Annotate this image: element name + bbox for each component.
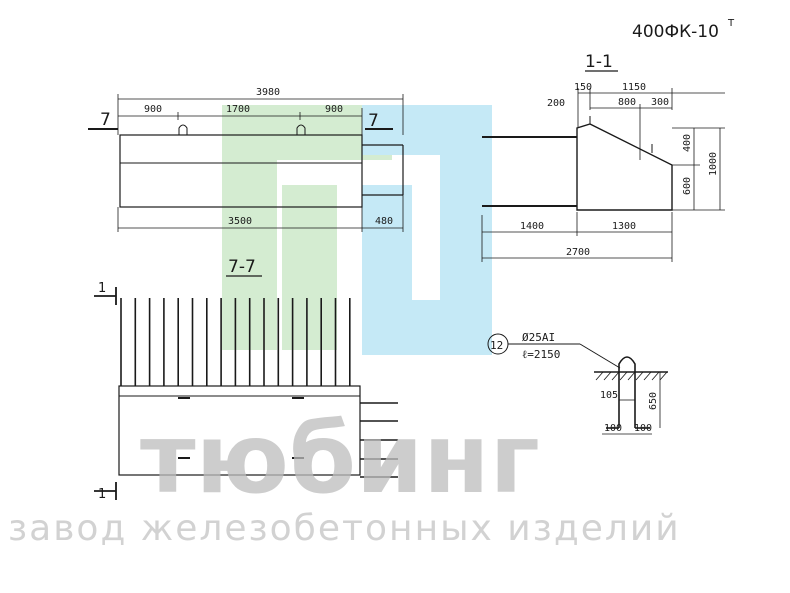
section-1-1-label: 1-1 [585, 52, 613, 72]
section-dim-150: 150 [574, 82, 592, 93]
rebar-detail: 12 Ø25АI ℓ=2150 105 650 100 100 [487, 331, 668, 435]
watermark-tagline: завод железобетонных изделий [8, 508, 681, 549]
ground-hatch [627, 371, 636, 381]
plan-slab-outline [119, 134, 363, 208]
watermark-brand: тюбинг [140, 403, 540, 515]
section-profile [576, 123, 673, 211]
section-dim-800: 800 [618, 97, 636, 108]
section-dim-400: 400 [682, 134, 693, 152]
drawing-title-sup: Т [727, 18, 735, 29]
plan-view: 3980 900 1700 900 7 7 3500 480 [88, 87, 404, 232]
section-dim-1150: 1150 [622, 82, 646, 93]
lifting-loop-left [178, 124, 188, 135]
section-dim-200: 200 [547, 98, 565, 109]
section-mark-7-left: 7 [100, 110, 111, 130]
section-dim-1400: 1400 [520, 221, 544, 232]
section-dim-600: 600 [682, 177, 693, 195]
section-dim-2700: 2700 [566, 247, 590, 258]
section-mark-7-right: 7 [368, 111, 379, 131]
drawing-title: 400ФК-10 [632, 22, 719, 42]
ground-hatch [611, 371, 620, 381]
section-dim-1000: 1000 [708, 152, 719, 176]
detail-length: ℓ=2150 [522, 348, 560, 361]
section-1-1: 1-1 150 1150 200 800 300 400 600 1000 [481, 52, 725, 262]
plan-dim-right: 900 [325, 104, 343, 115]
plan-dim-bottom-main: 3500 [228, 216, 252, 227]
section-7-7: 7-7 1 1 [94, 257, 398, 502]
detail-dim-100-left: 100 [604, 423, 622, 434]
plan-dim-mid: 1700 [226, 104, 250, 115]
plan-dim-overall: 3980 [256, 87, 280, 98]
section-7-slab-body [118, 385, 361, 476]
lifting-loop-right [296, 124, 306, 135]
ground-hatch [619, 371, 628, 381]
watermark-logo [222, 105, 492, 355]
detail-position: 12 [490, 339, 503, 352]
detail-diameter: Ø25АI [522, 331, 555, 344]
section-dim-300: 300 [651, 97, 669, 108]
logo-blue-bar-bottom [362, 300, 492, 355]
side-rebar-bars [360, 402, 398, 478]
ground-hatch [595, 371, 604, 381]
ground-hatch [643, 371, 652, 381]
section-7-7-label: 7-7 [228, 257, 256, 277]
plan-dim-left: 900 [144, 104, 162, 115]
rebar-bars [120, 298, 351, 386]
detail-dim-100-right: 100 [634, 423, 652, 434]
detail-dim-105: 105 [600, 390, 618, 401]
ground-hatch [659, 371, 668, 381]
ground-hatch [603, 371, 612, 381]
detail-loop-bar [618, 356, 636, 428]
detail-dim-650: 650 [648, 392, 659, 410]
section-dim-1300: 1300 [612, 221, 636, 232]
section-mark-1-top: 1 [98, 281, 106, 296]
section-mark-1-bottom: 1 [98, 487, 106, 502]
plan-dim-bottom-right: 480 [375, 216, 393, 227]
ground-hatch [635, 371, 644, 381]
ground-hatch [651, 371, 660, 381]
logo-green-bar-mid [282, 185, 337, 350]
